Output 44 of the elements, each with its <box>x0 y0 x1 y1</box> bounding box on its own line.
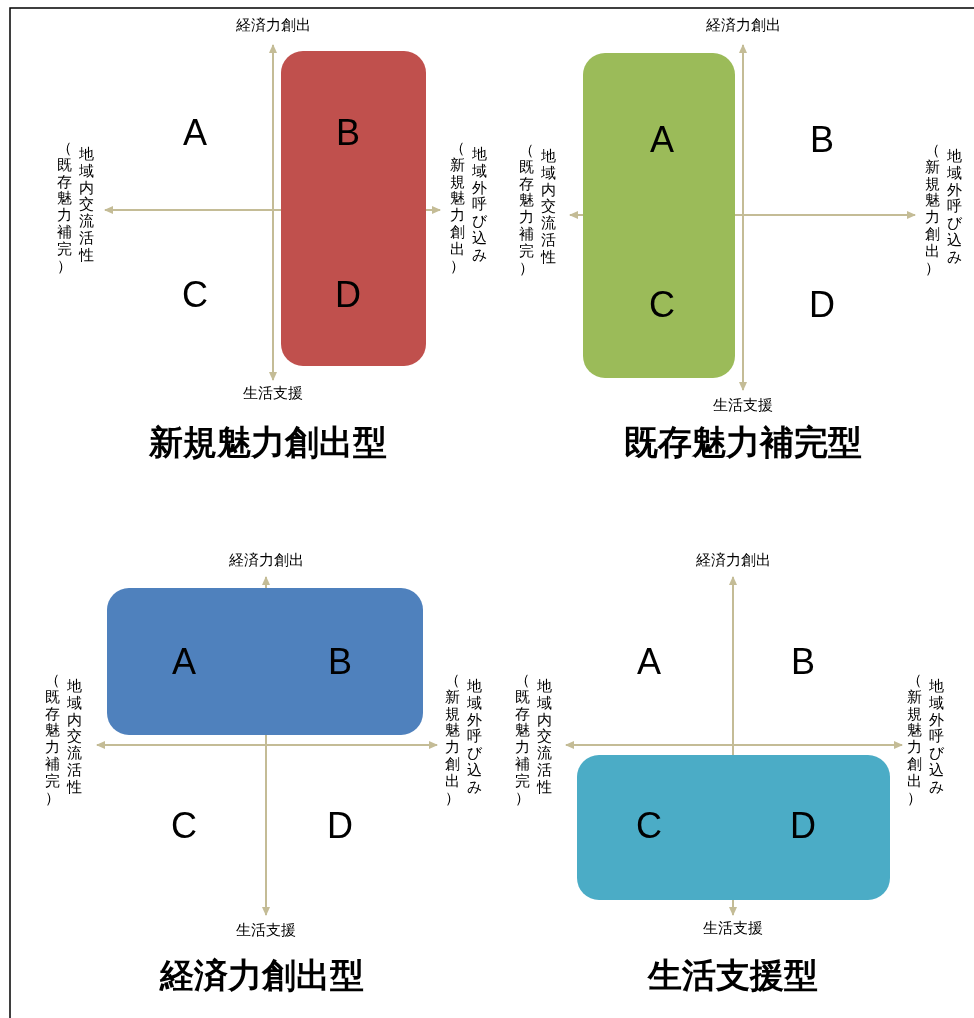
axis-label: 生活支援 <box>243 385 303 401</box>
quadrant-box <box>583 53 735 378</box>
quadrant-letter: A <box>650 122 674 158</box>
panel-title: 新規魅力創出型 <box>149 425 387 459</box>
quadrant-letter: B <box>791 644 815 680</box>
axis-label: （既存魅力補完） <box>514 672 531 807</box>
axis-label: 地域内交流活性 <box>540 148 557 266</box>
axis-label: （新規魅力創出） <box>924 142 941 277</box>
axis-label: 地域外呼び込み <box>471 146 488 264</box>
quadrant-letter: D <box>327 808 353 844</box>
axis-label: （既存魅力補完） <box>44 672 61 807</box>
axis-label: 地域内交流活性 <box>78 146 95 264</box>
axis-label: 経済力創出 <box>695 552 771 568</box>
axis-label: （既存魅力補完） <box>56 140 73 275</box>
quadrant-letter: C <box>171 808 197 844</box>
quadrant-letter: A <box>637 644 661 680</box>
panel-title: 既存魅力補完型 <box>624 425 862 459</box>
panel-title: 生活支援型 <box>648 958 818 992</box>
quadrant-box <box>281 51 426 366</box>
quadrant-letter: C <box>636 808 662 844</box>
quadrant-letter: C <box>182 277 208 313</box>
quadrant-letter: A <box>172 644 196 680</box>
quadrant-letter: A <box>183 115 207 151</box>
axis-label: 地域外呼び込み <box>928 678 945 796</box>
quadrant-letter: D <box>335 277 361 313</box>
axis-label: （新規魅力創出） <box>906 672 923 807</box>
quadrant-letter: B <box>810 122 834 158</box>
axis-label: （既存魅力補完） <box>518 142 535 277</box>
quadrant-letter: B <box>328 644 352 680</box>
quadrant-letter: B <box>336 115 360 151</box>
axis-label: （新規魅力創出） <box>449 140 466 275</box>
axis-label: （新規魅力創出） <box>444 672 461 807</box>
axis-label: 地域外呼び込み <box>946 148 963 266</box>
quadrant-letter: D <box>809 287 835 323</box>
quadrant-box <box>577 755 890 900</box>
axis-label: 生活支援 <box>236 922 296 938</box>
axis-label: 地域内交流活性 <box>66 678 83 796</box>
axis-label: 生活支援 <box>703 920 763 936</box>
quadrant-box <box>107 588 423 735</box>
axis-label: 地域外呼び込み <box>466 678 483 796</box>
quadrant-letter: D <box>790 808 816 844</box>
panel-title: 経済力創出型 <box>160 958 364 992</box>
quadrant-letter: C <box>649 287 675 323</box>
axis-label: 生活支援 <box>713 397 773 413</box>
